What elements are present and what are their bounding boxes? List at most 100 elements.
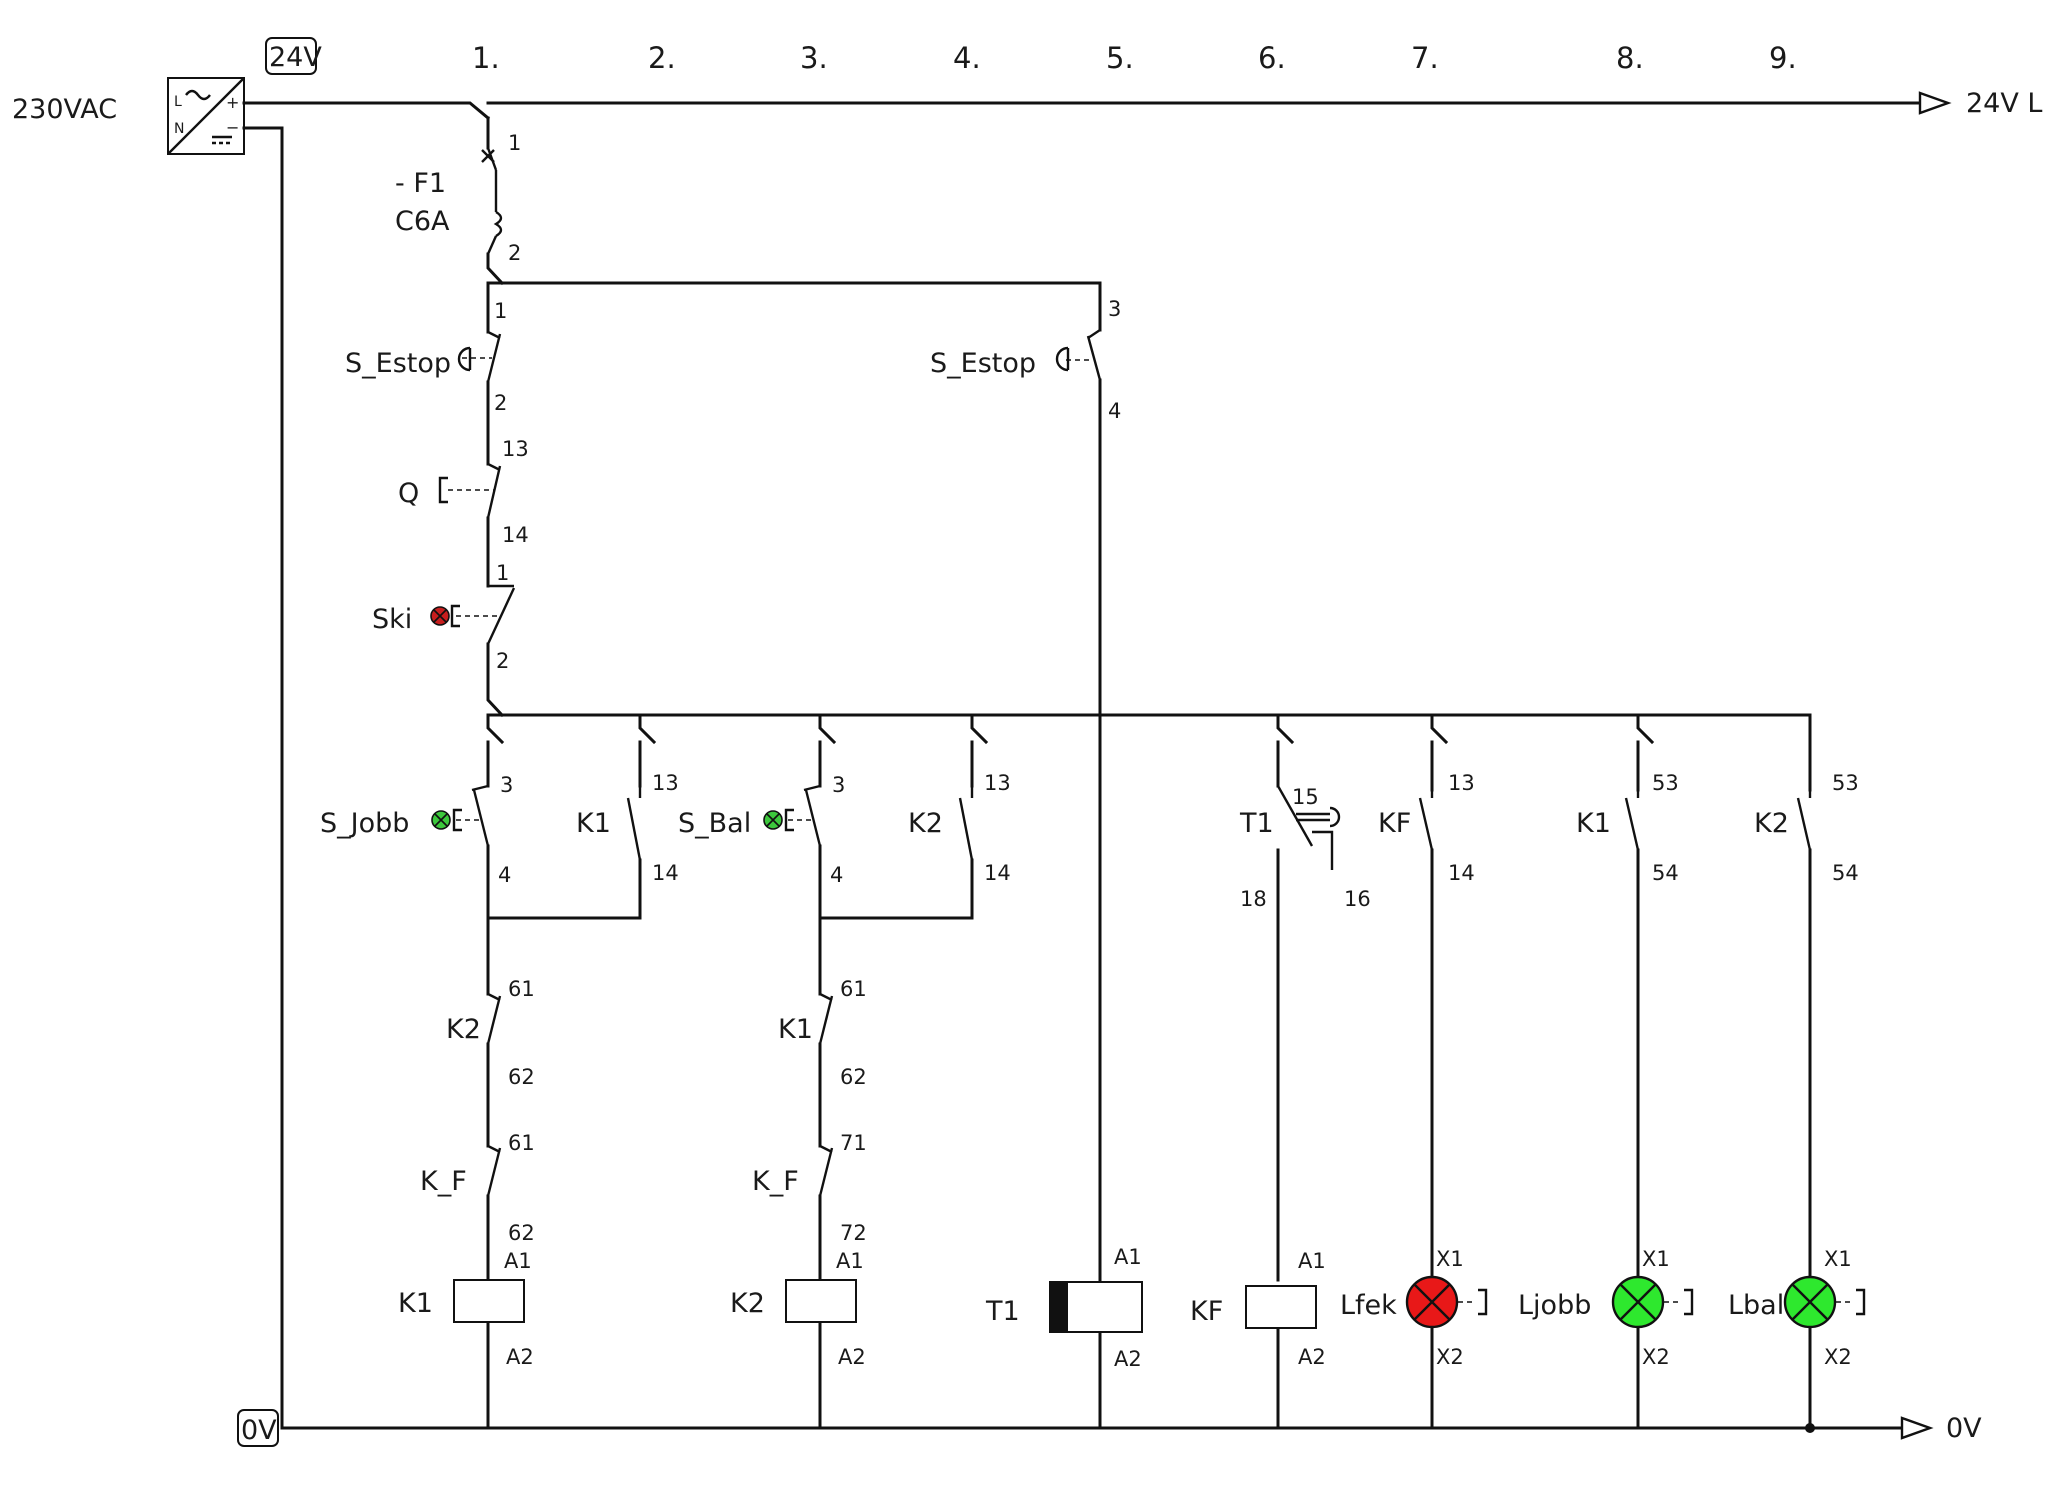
terminal-label: 4 bbox=[498, 863, 511, 887]
coil-kf: KF A1 A2 bbox=[1190, 1249, 1326, 1369]
output-voltage-box bbox=[265, 37, 317, 75]
power-supply: 230VAC L N + − 24V 0V bbox=[12, 37, 322, 1447]
terminal-label: 18 bbox=[1240, 887, 1267, 911]
estop-1-name: S_Estop bbox=[345, 348, 451, 379]
s-jobb-name: S_Jobb bbox=[320, 808, 409, 839]
zero-volt-label: 0V bbox=[241, 1415, 277, 1446]
coil-kf-name: KF bbox=[1190, 1296, 1223, 1327]
s-bal-button: S_Bal 3 4 bbox=[678, 773, 845, 887]
terminal-label: 14 bbox=[652, 861, 679, 885]
column-label: 4. bbox=[953, 41, 981, 75]
terminal-label: X2 bbox=[1824, 1345, 1852, 1369]
kf-nc-1-name: K_F bbox=[420, 1166, 467, 1197]
terminal-label: 1 bbox=[496, 561, 509, 585]
terminal-label: A2 bbox=[506, 1345, 534, 1369]
coil-k2-name: K2 bbox=[730, 1288, 765, 1319]
estop-2-name: S_Estop bbox=[930, 348, 1036, 379]
column-label: 1. bbox=[472, 41, 500, 75]
terminal-label: 4 bbox=[1108, 399, 1121, 423]
terminal-label: 62 bbox=[508, 1065, 535, 1089]
lamp-ljobb: Ljobb X1 X2 bbox=[1518, 1247, 1694, 1369]
k1-hold-contact: K1 13 14 bbox=[576, 771, 679, 885]
column-label: 5. bbox=[1106, 41, 1134, 75]
terminal-label: 3 bbox=[832, 773, 845, 797]
column-numbers: 1. 2. 3. 4. 5. 6. 7. 8. 9. bbox=[472, 41, 1797, 75]
psu-minus-label: − bbox=[226, 118, 239, 137]
psu-plus-label: + bbox=[226, 93, 239, 112]
k2-hold-name: K2 bbox=[908, 808, 943, 839]
column-label: 9. bbox=[1769, 41, 1797, 75]
ski-name: Ski bbox=[372, 604, 412, 635]
coil-t1-name: T1 bbox=[985, 1296, 1020, 1327]
k2-aux-contact: K2 53 54 bbox=[1754, 771, 1859, 885]
terminal-label: A1 bbox=[836, 1249, 864, 1273]
rail-top-label: 24V L bbox=[1966, 88, 2042, 119]
terminal-label: 16 bbox=[1344, 887, 1371, 911]
output-voltage-label: 24V bbox=[269, 42, 322, 73]
terminal-label: 61 bbox=[508, 1131, 535, 1155]
kf-nc-2-name: K_F bbox=[752, 1166, 799, 1197]
terminal-label: A1 bbox=[1298, 1249, 1326, 1273]
column-label: 6. bbox=[1258, 41, 1286, 75]
terminal-label: 4 bbox=[830, 863, 843, 887]
t1-timer-contact: T1 15 16 18 bbox=[1239, 785, 1371, 911]
terminal-label: 61 bbox=[508, 977, 535, 1001]
k1-nc-name: K1 bbox=[778, 1014, 813, 1045]
terminal-label: 54 bbox=[1652, 861, 1679, 885]
lamp-lfek-name: Lfek bbox=[1340, 1290, 1397, 1321]
terminal-label: 53 bbox=[1652, 771, 1679, 795]
terminal-label: 54 bbox=[1832, 861, 1859, 885]
psu-n-label: N bbox=[174, 121, 184, 137]
terminal-label: 13 bbox=[502, 437, 529, 461]
lamp-lfek: Lfek X1 X2 bbox=[1340, 1247, 1488, 1369]
terminal-label: 14 bbox=[1448, 861, 1475, 885]
terminal-label: 62 bbox=[840, 1065, 867, 1089]
terminal-label: A1 bbox=[1114, 1245, 1142, 1269]
kf-contact: KF 13 14 bbox=[1378, 771, 1475, 885]
terminal-label: 62 bbox=[508, 1221, 535, 1245]
lamp-lbal-name: Lbal bbox=[1728, 1290, 1784, 1321]
kf-contact-name: KF bbox=[1378, 808, 1411, 839]
k1-aux-contact: K1 53 54 bbox=[1576, 771, 1679, 885]
wiring: 24V L 0V bbox=[242, 88, 2042, 1444]
breaker-name: - F1 bbox=[395, 168, 446, 199]
terminal-label: 71 bbox=[840, 1131, 867, 1155]
kf-nc-contact-1: K_F 61 62 bbox=[420, 1131, 535, 1245]
terminal-label: 53 bbox=[1832, 771, 1859, 795]
ski-button: Ski 1 2 bbox=[372, 561, 516, 673]
breaker-f1: - F1 C6A 1 2 bbox=[395, 131, 521, 265]
terminal-label: 13 bbox=[984, 771, 1011, 795]
terminal-label: 15 bbox=[1292, 785, 1319, 809]
q-name: Q bbox=[398, 478, 419, 509]
k2-nc-name: K2 bbox=[446, 1014, 481, 1045]
rail-bottom-label: 0V bbox=[1946, 1413, 1982, 1444]
s-bal-name: S_Bal bbox=[678, 808, 751, 839]
k1-aux-name: K1 bbox=[1576, 808, 1611, 839]
coil-k1: K1 A1 A2 bbox=[398, 1249, 534, 1369]
lamp-lbal: Lbal X1 X2 bbox=[1728, 1247, 1866, 1369]
terminal-label: X2 bbox=[1642, 1345, 1670, 1369]
terminal-label: A2 bbox=[838, 1345, 866, 1369]
psu-l-label: L bbox=[174, 94, 182, 110]
terminal-label: 2 bbox=[508, 241, 521, 265]
estop-switch-2: S_Estop 3 4 bbox=[930, 297, 1121, 423]
coil-t1: T1 A1 A2 bbox=[985, 1245, 1143, 1371]
column-label: 3. bbox=[800, 41, 828, 75]
terminal-label: X1 bbox=[1642, 1247, 1670, 1271]
estop-switch-1: S_Estop 1 2 bbox=[345, 299, 507, 415]
k2-hold-contact: K2 13 14 bbox=[908, 771, 1011, 885]
terminal-label: X2 bbox=[1436, 1345, 1464, 1369]
coil-k1-name: K1 bbox=[398, 1288, 433, 1319]
terminal-label: 3 bbox=[1108, 297, 1121, 321]
terminal-label: A2 bbox=[1298, 1345, 1326, 1369]
coil-k2: K2 A1 A2 bbox=[730, 1249, 866, 1369]
terminal-label: 2 bbox=[494, 391, 507, 415]
terminal-label: X1 bbox=[1824, 1247, 1852, 1271]
terminal-label: 13 bbox=[1448, 771, 1475, 795]
terminal-label: 2 bbox=[496, 649, 509, 673]
terminal-label: X1 bbox=[1436, 1247, 1464, 1271]
q-switch: Q 13 14 bbox=[398, 437, 529, 547]
terminal-label: 72 bbox=[840, 1221, 867, 1245]
terminal-label: 14 bbox=[502, 523, 529, 547]
